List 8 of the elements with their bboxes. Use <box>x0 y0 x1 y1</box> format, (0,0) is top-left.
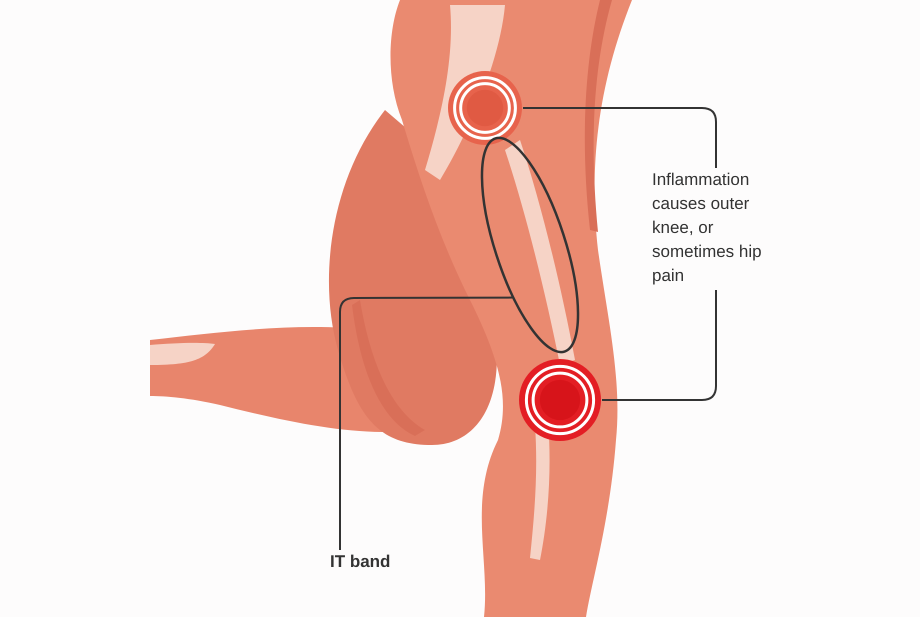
leader-line <box>602 290 717 401</box>
leader-line <box>523 107 717 168</box>
outline-ellipse <box>482 138 578 352</box>
leader-line <box>339 296 514 550</box>
pain-target-marker <box>447 70 523 146</box>
pain-target-marker <box>518 358 602 442</box>
callout-text: IT band <box>330 551 392 573</box>
callout-text: Inflammation causes outer knee, or sometimes hip pain <box>652 169 763 287</box>
